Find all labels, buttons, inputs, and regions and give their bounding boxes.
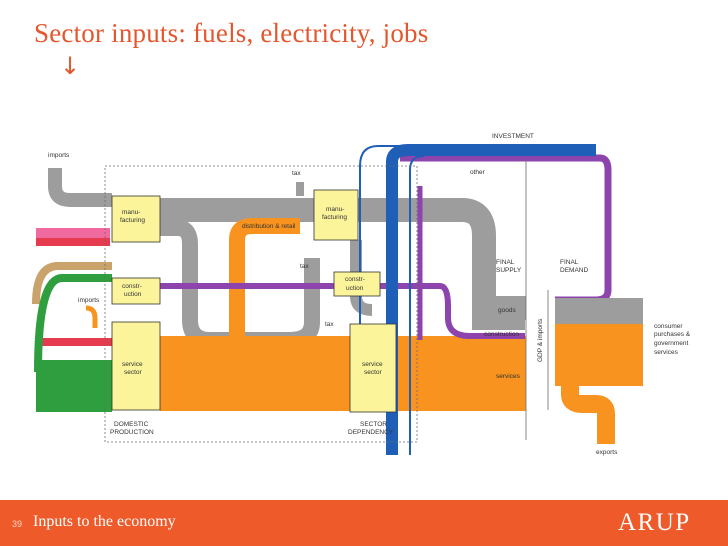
service-left-line2: sector xyxy=(124,369,143,376)
orange-feed-flow xyxy=(85,305,98,328)
exports-label: exports xyxy=(596,449,618,456)
other-label: other xyxy=(470,169,486,176)
imports-flow xyxy=(48,168,112,207)
investment-label: INVESTMENT xyxy=(492,133,534,140)
down-arrow-icon: ↓ xyxy=(60,52,81,80)
services-label: services xyxy=(496,373,521,380)
service-box-left xyxy=(111,321,161,411)
consumer-purchases-line2: purchases & xyxy=(654,331,691,338)
blue-thin-flow-2 xyxy=(409,155,425,455)
manufacturing-box-right xyxy=(313,189,359,241)
imports-top-label: imports xyxy=(48,152,70,159)
orange-services-flow xyxy=(160,336,526,411)
construction-box-left xyxy=(111,277,161,305)
green-flow xyxy=(34,274,112,373)
manufacturing-right-line1: manu- xyxy=(326,206,344,213)
consumer-purchases-line4: services xyxy=(654,349,679,356)
slide-title: Sector inputs: fuels, electricity, jobs xyxy=(34,18,429,48)
footer-label: Inputs to the economy xyxy=(33,513,176,530)
sector-dependency-line2: DEPENDENCY xyxy=(348,429,394,436)
footer-bar: 39 Inputs to the economy ARUP xyxy=(0,500,728,546)
tan-flow xyxy=(32,262,112,305)
manufacturing-right-line2: facturing xyxy=(322,214,347,221)
construction-left-line1: constr- xyxy=(122,283,142,290)
grey-manufacturing-flow xyxy=(150,220,320,348)
final-demand-line1: FINAL xyxy=(560,259,579,266)
construction-box-right xyxy=(333,271,381,297)
consumer-purchases-line3: government xyxy=(654,340,689,347)
domestic-production-frame xyxy=(104,165,418,443)
service-right-line1: service xyxy=(362,361,383,368)
final-demand-goods xyxy=(555,298,643,324)
red-flow xyxy=(36,238,110,246)
service-box-right xyxy=(349,323,397,413)
domestic-production-line2: PRODUCTION xyxy=(110,429,154,436)
purple-construction-flow xyxy=(150,283,525,339)
purple-investment-flow xyxy=(400,154,612,304)
manufacturing-left-line1: manu- xyxy=(122,209,140,216)
pink-flow xyxy=(36,228,110,238)
service-left-line1: service xyxy=(122,361,143,368)
final-demand-services xyxy=(555,324,643,386)
green-service-flow xyxy=(36,360,112,412)
final-supply-line1: FINAL xyxy=(496,259,515,266)
arup-logo: ARUP xyxy=(618,509,691,536)
gdp-imports-label: GDP & imports xyxy=(537,318,544,362)
tax-mid-label: tax xyxy=(300,263,309,270)
construction-left-line2: uction xyxy=(124,291,142,298)
final-supply-goods xyxy=(484,296,526,320)
exports-flow xyxy=(561,386,615,444)
blue-thin-flow xyxy=(359,145,520,360)
distribution-retail-label: distribution & retail xyxy=(242,223,296,230)
flow-bands xyxy=(32,144,643,455)
orange-distribution-flow xyxy=(229,218,300,378)
tax-top-label: tax xyxy=(292,170,301,177)
imports-mid-label: imports xyxy=(78,297,100,304)
blue-investment-flow xyxy=(386,144,596,455)
sector-boxes xyxy=(111,189,397,413)
manufacturing-box-left xyxy=(111,195,161,243)
domestic-production-line1: DOMESTIC xyxy=(114,421,149,428)
frames xyxy=(104,160,549,443)
grey-goods-flow xyxy=(160,198,525,330)
economy-flow-diagram: INVESTMENT imports tax other manu- factu… xyxy=(32,133,691,456)
sector-dependency-line1: SECTOR xyxy=(360,421,387,428)
service-right-line2: sector xyxy=(364,369,383,376)
diagram-labels: INVESTMENT imports tax other manu- factu… xyxy=(48,133,691,456)
construction-right-line1: constr- xyxy=(345,276,365,283)
construction-right-line2: uction xyxy=(346,285,364,292)
page-number: 39 xyxy=(12,519,23,529)
construction-label: construction xyxy=(484,331,519,338)
tax-low-label: tax xyxy=(325,321,334,328)
manufacturing-left-line2: facturing xyxy=(120,217,145,224)
goods-label: goods xyxy=(498,307,516,314)
consumer-purchases-line1: consumer xyxy=(654,323,683,330)
final-demand-line2: DEMAND xyxy=(560,267,588,274)
final-supply-line2: SUPPLY xyxy=(496,267,522,274)
